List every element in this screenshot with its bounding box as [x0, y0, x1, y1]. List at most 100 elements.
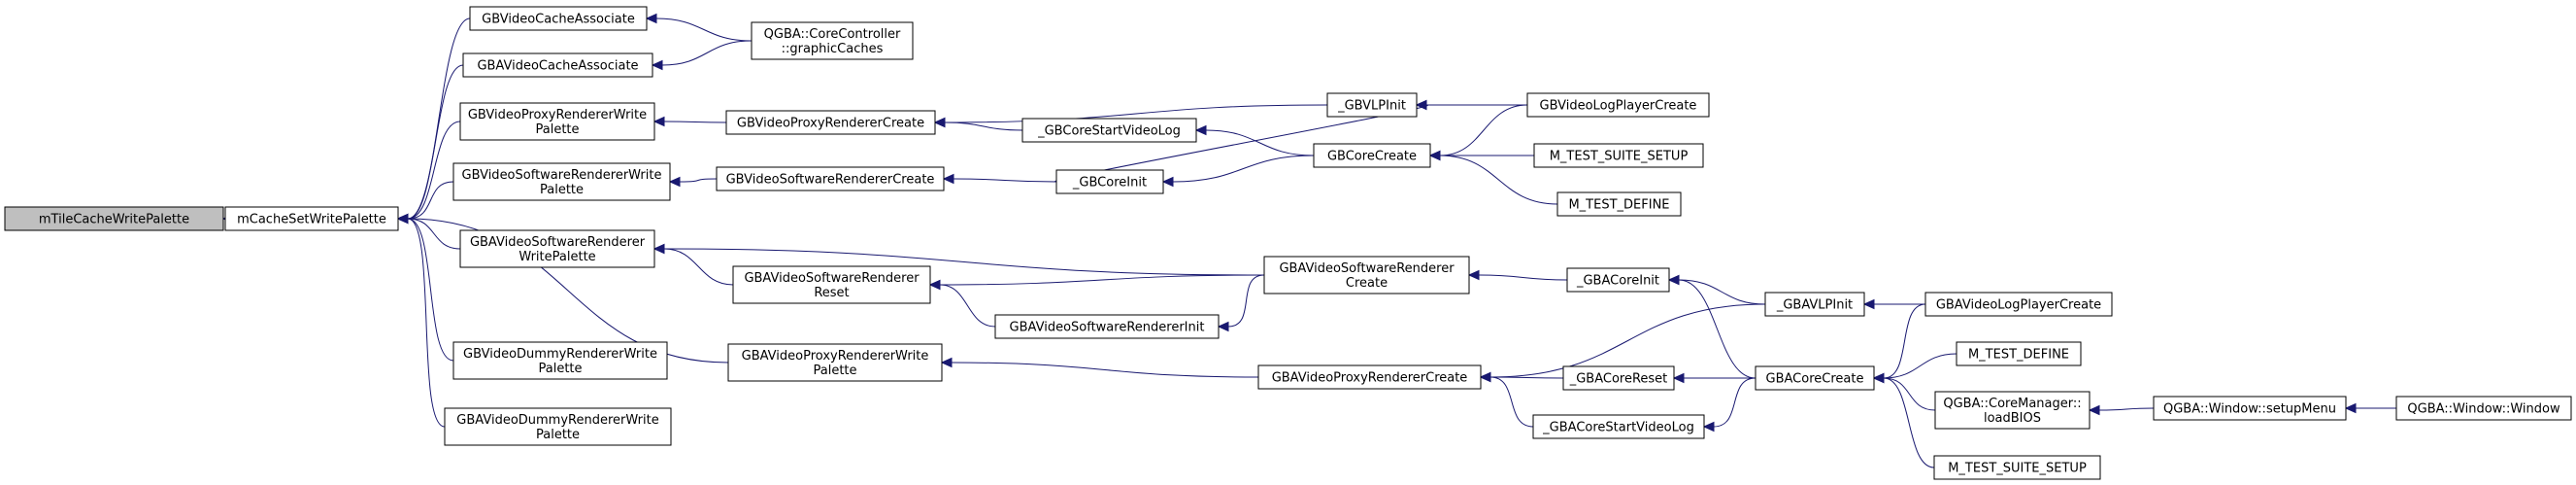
node-label: GBVideoLogPlayerCreate	[1540, 99, 1697, 114]
node-label: GBAVideoCacheAssociate	[477, 59, 638, 74]
node-box	[716, 166, 945, 191]
edge-m-test-define-1-to-gbcore-create	[1428, 150, 1558, 205]
arrowhead-icon	[645, 13, 657, 24]
node-gbcore-init[interactable]: _GBCoreInit	[1055, 169, 1164, 194]
node-label: Reset	[814, 286, 849, 300]
arrowhead-icon	[1862, 298, 1875, 310]
node-gbacore-create[interactable]: GBACoreCreate	[1755, 365, 1875, 391]
node-box	[1021, 118, 1197, 143]
edge-line	[407, 218, 454, 362]
node-qgbacore-manager-load-bios[interactable]: QGBA::CoreManager::loadBIOS	[1934, 391, 2091, 430]
edge-gbvideo-dummy-renderer-write-palette-to-m-cache-set-write-palette	[396, 213, 454, 362]
node-qgbawindow-setup-menu[interactable]: QGBA::Window::setupMenu	[2153, 396, 2347, 421]
node-gbcore-create[interactable]: GBCoreCreate	[1313, 143, 1431, 168]
edge-gbcore-create-to-gbcore-init	[1161, 155, 1315, 188]
edge-qgbacore-controller-graphic-caches-to-gbavideo-cache-associate	[651, 40, 753, 71]
node-box	[1933, 455, 2101, 480]
edge-gbvideo-software-renderer-create-to-gbvideo-software-renderer-write-palette	[668, 176, 718, 188]
node-m-tile-cache-write-palette[interactable]: mTileCacheWritePalette	[4, 206, 224, 231]
node-m-test-suite-setup-1[interactable]: M_TEST_SUITE_SETUP	[1533, 143, 1704, 168]
node-label: M_TEST_DEFINE	[1568, 198, 1669, 213]
node-gbavideo-software-renderer-init[interactable]: GBAVideoSoftwareRendererInit	[994, 314, 1220, 339]
edge-line	[679, 178, 718, 183]
node-gbcore-start-video-log[interactable]: _GBCoreStartVideoLog	[1021, 118, 1197, 143]
edge-line	[1489, 376, 1534, 428]
node-label: mTileCacheWritePalette	[39, 213, 189, 227]
node-box	[1257, 364, 1482, 390]
edge-gbavideo-software-renderer-reset-to-gbavideo-software-renderer-write-palette	[652, 243, 734, 286]
edge-line	[663, 248, 734, 286]
edge-line	[407, 218, 729, 364]
node-m-cache-set-write-palette[interactable]: mCacheSetWritePalette	[224, 206, 399, 231]
node-label: _GBCoreStartVideoLog	[1037, 124, 1181, 139]
node-box	[1764, 292, 1865, 317]
node-box	[1562, 365, 1675, 391]
node-label: GBACoreCreate	[1766, 372, 1864, 387]
edge-line	[407, 218, 461, 250]
arrowhead-icon	[1217, 321, 1229, 332]
node-box	[4, 206, 224, 231]
node-label: GBVideoDummyRendererWrite	[463, 347, 657, 362]
node-gbvideo-proxy-renderer-create[interactable]: GBVideoProxyRendererCreate	[725, 110, 936, 135]
edge-gbvideo-proxy-renderer-create-to-gbvideo-proxy-renderer-write-palette	[652, 116, 727, 127]
node-gbacore-start-video-log[interactable]: _GBACoreStartVideoLog	[1532, 414, 1705, 439]
node-box	[1263, 256, 1470, 294]
node-box	[1934, 391, 2091, 430]
edge-line	[1489, 303, 1766, 378]
node-qgbacore-controller-graphic-caches[interactable]: QGBA::CoreController::graphicCaches	[751, 21, 914, 60]
node-gbvideo-software-renderer-create[interactable]: GBVideoSoftwareRendererCreate	[716, 166, 945, 191]
arrowhead-icon	[1667, 274, 1680, 286]
node-box	[452, 341, 668, 380]
node-gbavideo-proxy-renderer-create[interactable]: GBAVideoProxyRendererCreate	[1257, 364, 1482, 390]
node-gbvlpinit[interactable]: _GBVLPInit	[1326, 92, 1418, 118]
node-label: GBCoreCreate	[1327, 150, 1417, 164]
edge-qgbawindow-window-to-qgbawindow-setup-menu	[2344, 402, 2397, 414]
node-gbavideo-log-player-create[interactable]: GBAVideoLogPlayerCreate	[1924, 292, 2113, 317]
arrowhead-icon	[1702, 421, 1715, 433]
edge-line	[661, 40, 753, 66]
node-qgbawindow-window[interactable]: QGBA::Window::Window	[2395, 396, 2572, 421]
node-gbacore-reset[interactable]: _GBACoreReset	[1562, 365, 1675, 391]
arrowhead-icon	[1672, 372, 1685, 384]
node-gbavlpinit[interactable]: _GBAVLPInit	[1764, 292, 1865, 317]
node-box	[994, 314, 1220, 339]
node-gbvideo-log-player-create[interactable]: GBVideoLogPlayerCreate	[1526, 92, 1710, 118]
node-m-test-define-2[interactable]: M_TEST_DEFINE	[1956, 341, 2082, 366]
node-gbvideo-cache-associate[interactable]: GBVideoCacheAssociate	[469, 6, 648, 31]
edge-line	[1883, 377, 1936, 411]
arrowhead-icon	[652, 116, 665, 127]
node-box	[1566, 267, 1670, 293]
node-m-test-suite-setup-2[interactable]: M_TEST_SUITE_SETUP	[1933, 455, 2101, 480]
node-box	[751, 21, 914, 60]
node-gbacore-init[interactable]: _GBACoreInit	[1566, 267, 1670, 293]
edge-line	[1439, 155, 1558, 205]
node-label: _GBVLPInit	[1337, 99, 1406, 114]
arrowhead-icon	[1415, 99, 1427, 111]
node-label: Palette	[540, 183, 584, 197]
arrowhead-icon	[2344, 402, 2357, 414]
node-label: QGBA::Window::Window	[2407, 402, 2560, 417]
edge-line	[407, 218, 446, 428]
node-box	[1055, 169, 1164, 194]
node-label: QGBA::CoreController	[764, 27, 901, 42]
node-label: GBAVideoSoftwareRenderer	[1279, 261, 1455, 276]
node-label: GBAVideoSoftwareRendererInit	[1010, 321, 1205, 335]
arrowhead-icon	[940, 357, 953, 368]
node-m-test-define-1[interactable]: M_TEST_DEFINE	[1556, 191, 1682, 217]
node-label: _GBACoreInit	[1576, 274, 1659, 289]
edge-line	[939, 274, 1265, 286]
node-box	[727, 343, 943, 382]
node-box	[2395, 396, 2572, 421]
node-gbavideo-cache-associate[interactable]: GBAVideoCacheAssociate	[462, 52, 653, 78]
arrowhead-icon	[1467, 269, 1480, 281]
node-label: mCacheSetWritePalette	[237, 213, 386, 227]
edge-gbacore-create-to-gbacore-start-video-log	[1702, 377, 1756, 433]
